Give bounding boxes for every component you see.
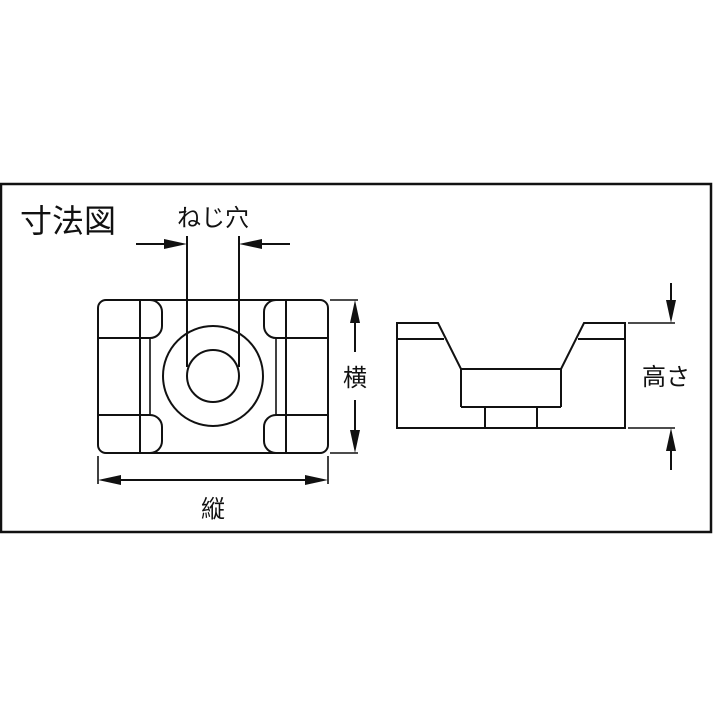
top-view (97, 299, 329, 454)
arrow-down-icon (666, 300, 676, 323)
arrow-up-icon (350, 300, 360, 323)
screw-hole-label: ねじ穴 (177, 204, 249, 232)
height-label: 高さ (642, 363, 690, 391)
arrow-up-icon (666, 428, 676, 451)
arrow-left-icon (239, 239, 262, 249)
arrow-right-icon (164, 239, 187, 249)
width-dimension: 横 (330, 299, 367, 454)
height-dimension: 高さ (628, 283, 690, 470)
screw-hole-dimension: ねじ穴 (136, 204, 290, 367)
width-label: 横 (343, 364, 367, 392)
length-dimension: 縦 (97, 456, 329, 523)
length-label: 縦 (201, 495, 225, 523)
arrow-right-icon (305, 475, 328, 485)
diagram-title: 寸法図 (20, 202, 116, 240)
arrow-left-icon (98, 475, 121, 485)
diagram-frame (0, 182, 713, 534)
arrow-down-icon (350, 430, 360, 453)
side-view (396, 322, 626, 429)
